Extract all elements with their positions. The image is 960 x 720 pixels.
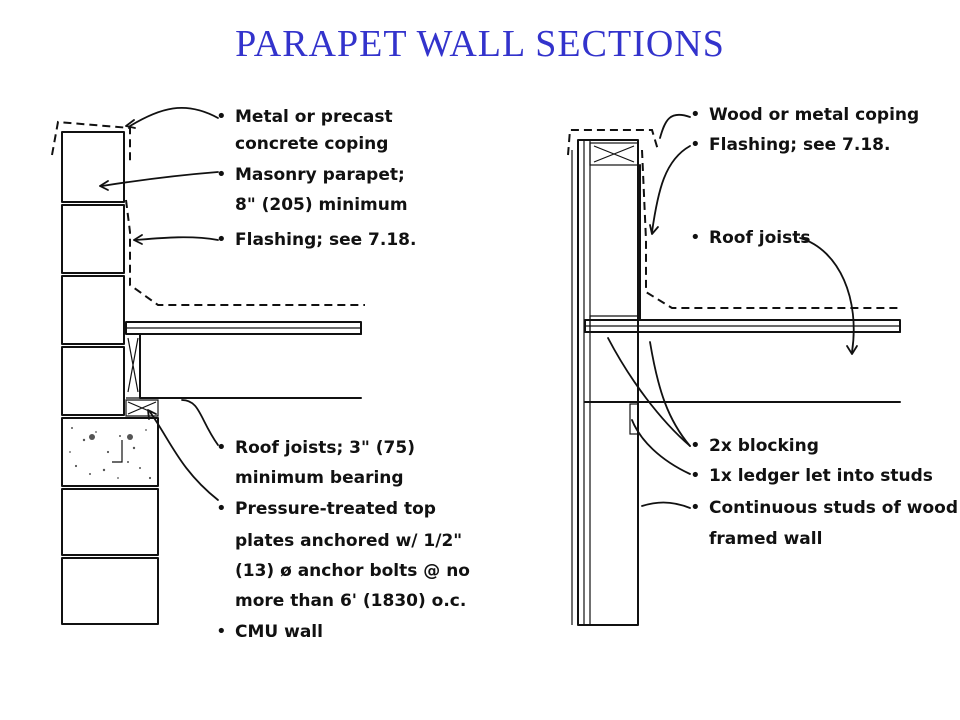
label-top-plates-4: more than 6' (1830) o.c. xyxy=(235,591,466,611)
ledger xyxy=(629,403,639,435)
label-studs-1: Continuous studs of wood xyxy=(709,498,958,518)
left-coping xyxy=(51,120,131,162)
continuous-studs xyxy=(577,139,639,626)
right-roof-joist xyxy=(584,331,901,403)
label-blocking: 2x blocking xyxy=(709,436,819,456)
cmu-block xyxy=(61,557,159,625)
label-left-coping-1: Metal or precast xyxy=(235,107,393,127)
left-labels: • Metal or precast concrete coping • Mas… xyxy=(216,106,470,642)
left-pointers xyxy=(99,106,219,501)
label-ledger: 1x ledger let into studs xyxy=(709,466,933,486)
svg-text:•: • xyxy=(216,229,227,250)
svg-text:•: • xyxy=(690,435,701,456)
top-plate xyxy=(589,142,639,166)
label-left-coping-2: concrete coping xyxy=(235,134,388,154)
svg-text:•: • xyxy=(216,621,227,642)
grout-stipple xyxy=(69,427,152,480)
label-top-plates-2: plates anchored w/ 1/2" xyxy=(235,531,462,551)
right-coping xyxy=(567,129,659,156)
left-roof-joist xyxy=(139,333,362,399)
svg-text:•: • xyxy=(690,227,701,248)
masonry-block xyxy=(61,275,125,345)
label-top-plates-1: Pressure-treated top xyxy=(235,499,436,519)
svg-text:•: • xyxy=(216,437,227,458)
label-studs-2: framed wall xyxy=(709,529,822,549)
svg-text:•: • xyxy=(216,106,227,127)
label-top-plates-3: (13) ø anchor bolts @ no xyxy=(235,561,470,581)
anchor-bolt xyxy=(112,440,123,463)
label-right-flashing: Flashing; see 7.18. xyxy=(709,135,890,155)
right-labels: • Wood or metal coping • Flashing; see 7… xyxy=(690,104,958,549)
label-masonry-parapet-1: Masonry parapet; xyxy=(235,165,405,185)
svg-text:•: • xyxy=(690,104,701,125)
label-roof-joists-left-2: minimum bearing xyxy=(235,468,404,488)
svg-text:•: • xyxy=(690,465,701,486)
label-masonry-parapet-2: 8" (205) minimum xyxy=(235,195,408,215)
label-cmu-wall: CMU wall xyxy=(235,622,323,642)
svg-text:•: • xyxy=(216,164,227,185)
svg-text:•: • xyxy=(690,134,701,155)
masonry-block xyxy=(61,131,125,203)
label-roof-joists-right: Roof joists xyxy=(709,228,810,248)
left-flashing xyxy=(125,199,365,306)
left-masonry-section xyxy=(51,120,365,625)
label-roof-joists-left-1: Roof joists; 3" (75) xyxy=(235,438,415,458)
right-pointers xyxy=(607,113,858,509)
label-left-flashing: Flashing; see 7.18. xyxy=(235,230,416,250)
cmu-block xyxy=(61,488,159,556)
svg-text:•: • xyxy=(216,498,227,519)
grouted-cmu xyxy=(61,417,159,487)
masonry-block xyxy=(61,204,125,274)
right-wood-section xyxy=(567,129,901,626)
page-title: PARAPET WALL SECTIONS xyxy=(235,23,725,65)
right-flashing xyxy=(641,149,900,309)
svg-text:•: • xyxy=(690,497,701,518)
masonry-block xyxy=(61,346,125,416)
label-right-coping: Wood or metal coping xyxy=(709,105,919,125)
